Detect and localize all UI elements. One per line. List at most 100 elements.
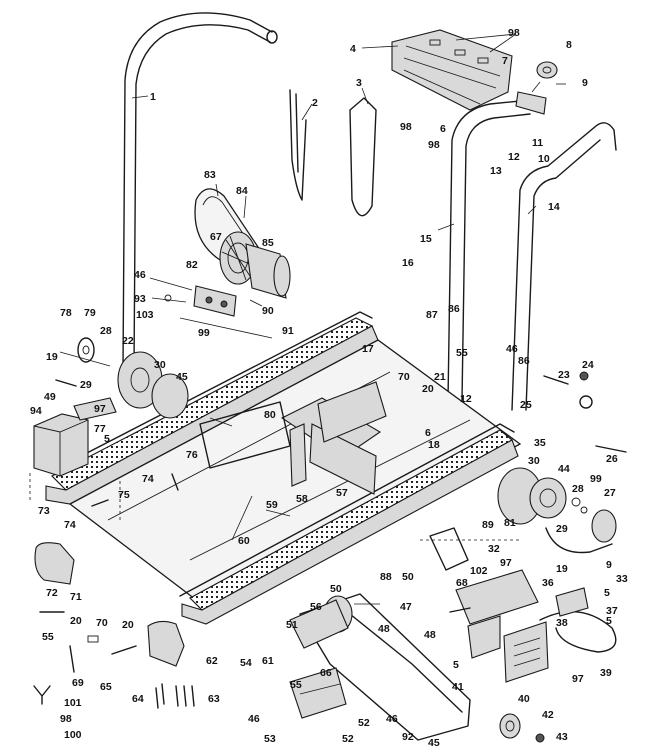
hardware-bolts bbox=[39, 371, 627, 655]
wheels-and-pulleys bbox=[289, 527, 469, 649]
callout-46: 46 bbox=[248, 713, 260, 725]
callout-98: 98 bbox=[60, 713, 72, 725]
callout-77: 77 bbox=[94, 423, 106, 435]
callout-44: 44 bbox=[558, 463, 570, 475]
callout-29: 29 bbox=[556, 523, 568, 535]
callout-84: 84 bbox=[236, 185, 248, 197]
callout-2: 2 bbox=[312, 97, 318, 109]
callout-92: 92 bbox=[402, 731, 414, 743]
motor-assembly bbox=[149, 231, 291, 339]
callout-33: 33 bbox=[616, 573, 628, 585]
callout-25: 25 bbox=[520, 399, 532, 411]
console-wires bbox=[289, 89, 377, 217]
callout-20: 20 bbox=[70, 615, 82, 627]
callout-17: 17 bbox=[362, 343, 374, 355]
callout-13: 13 bbox=[490, 165, 502, 177]
callout-70: 70 bbox=[398, 371, 410, 383]
callout-3: 3 bbox=[356, 77, 362, 89]
callout-8: 8 bbox=[566, 39, 572, 51]
callout-22: 22 bbox=[122, 335, 134, 347]
callout-74: 74 bbox=[142, 473, 154, 485]
callout-99: 99 bbox=[590, 473, 602, 485]
lift-frame-base bbox=[289, 593, 545, 743]
callout-9: 9 bbox=[606, 559, 612, 571]
callout-60: 60 bbox=[238, 535, 250, 547]
callout-5: 5 bbox=[604, 587, 610, 599]
callout-51: 51 bbox=[286, 619, 298, 631]
callout-55: 55 bbox=[42, 631, 54, 643]
callout-6: 6 bbox=[440, 123, 446, 135]
callout-53: 53 bbox=[264, 733, 276, 745]
callout-28: 28 bbox=[572, 483, 584, 495]
callout-54: 54 bbox=[240, 657, 252, 669]
callout-74: 74 bbox=[64, 519, 76, 531]
callout-102: 102 bbox=[470, 565, 488, 577]
callout-56: 56 bbox=[310, 601, 322, 613]
callout-37: 37 bbox=[606, 605, 618, 617]
callout-16: 16 bbox=[402, 257, 414, 269]
callout-103: 103 bbox=[136, 309, 154, 321]
front-roller-assembly bbox=[59, 337, 189, 419]
handrail-upright-right bbox=[447, 99, 617, 411]
callout-75: 75 bbox=[118, 489, 130, 501]
callout-7: 7 bbox=[502, 55, 508, 67]
callout-10: 10 bbox=[538, 153, 550, 165]
callout-42: 42 bbox=[542, 709, 554, 721]
callout-20: 20 bbox=[422, 383, 434, 395]
callout-101: 101 bbox=[64, 697, 82, 709]
callout-69: 69 bbox=[72, 677, 84, 689]
callout-labels: 1 2 3 4 5 5 5 5 6 6 7 8 9 9 10 11 12 12 … bbox=[30, 27, 628, 749]
callout-30: 30 bbox=[154, 359, 166, 371]
callout-83: 83 bbox=[204, 169, 216, 181]
callout-43: 43 bbox=[556, 731, 568, 743]
console-assembly bbox=[391, 29, 558, 115]
callout-38: 38 bbox=[556, 617, 568, 629]
callout-65: 65 bbox=[100, 681, 112, 693]
callout-61: 61 bbox=[262, 655, 274, 667]
callout-19: 19 bbox=[556, 563, 568, 575]
callout-47: 47 bbox=[400, 601, 412, 613]
callout-36: 36 bbox=[542, 577, 554, 589]
callout-12: 12 bbox=[460, 393, 472, 405]
callout-18: 18 bbox=[428, 439, 440, 451]
callout-87: 87 bbox=[426, 309, 438, 321]
callout-4: 4 bbox=[350, 43, 356, 55]
callout-98: 98 bbox=[508, 27, 520, 39]
callout-52: 52 bbox=[342, 733, 354, 745]
callout-70: 70 bbox=[96, 617, 108, 629]
callout-94: 94 bbox=[30, 405, 42, 417]
callout-85: 85 bbox=[262, 237, 274, 249]
callout-24: 24 bbox=[582, 359, 594, 371]
callout-73: 73 bbox=[38, 505, 50, 517]
electronics-and-wiring bbox=[455, 569, 617, 683]
right-side-rail bbox=[179, 423, 519, 625]
handrail-upright-left bbox=[122, 12, 278, 369]
callout-100: 100 bbox=[64, 729, 82, 741]
callout-23: 23 bbox=[558, 369, 570, 381]
callout-48: 48 bbox=[378, 623, 390, 635]
callout-49: 49 bbox=[44, 391, 56, 403]
callout-64: 64 bbox=[132, 693, 144, 705]
callout-79: 79 bbox=[84, 307, 96, 319]
callout-52: 52 bbox=[358, 717, 370, 729]
callout-26: 26 bbox=[606, 453, 618, 465]
callout-1: 1 bbox=[150, 91, 156, 103]
callout-41: 41 bbox=[452, 681, 464, 693]
callout-66: 66 bbox=[320, 667, 332, 679]
callout-32: 32 bbox=[488, 543, 500, 555]
callout-97: 97 bbox=[500, 557, 512, 569]
callout-99: 99 bbox=[198, 327, 210, 339]
callout-80: 80 bbox=[264, 409, 276, 421]
callout-98: 98 bbox=[428, 139, 440, 151]
callout-46: 46 bbox=[134, 269, 146, 281]
callout-20: 20 bbox=[122, 619, 134, 631]
callout-12: 12 bbox=[508, 151, 520, 163]
callout-63: 63 bbox=[208, 693, 220, 705]
callout-15: 15 bbox=[420, 233, 432, 245]
callout-82: 82 bbox=[186, 259, 198, 271]
callout-27: 27 bbox=[604, 487, 616, 499]
callout-97: 97 bbox=[94, 403, 106, 415]
callout-40: 40 bbox=[518, 693, 530, 705]
callout-81: 81 bbox=[504, 517, 516, 529]
